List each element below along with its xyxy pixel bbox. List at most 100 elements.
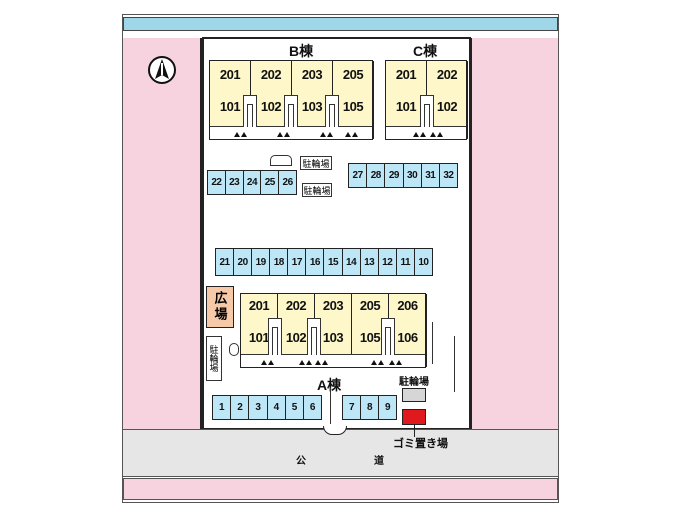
path-line: [432, 322, 433, 364]
entry-mark: [352, 132, 358, 137]
parking-row-middle: 21 20 19 18 17 16 15 14 13 12 11 10: [215, 248, 433, 276]
bike-parking-3: [402, 388, 426, 402]
bike-parking-2: 駐輪場: [302, 183, 332, 197]
parking-space: 12: [379, 249, 397, 275]
garbage-leader-line: [414, 425, 415, 437]
entry-mark: [413, 132, 419, 137]
parking-row-bottom-right: 7 8 9: [342, 395, 397, 420]
unit-a-1: 201 101: [241, 294, 278, 367]
garbage-area: [402, 409, 426, 425]
parking-space: 30: [404, 164, 422, 187]
unit-c-1: 201 101: [386, 61, 427, 139]
building-a-label: A棟: [317, 377, 342, 393]
room-upper: 201: [248, 298, 270, 313]
room-upper: 206: [397, 298, 418, 313]
parking-space: 2: [231, 396, 250, 419]
parking-row-right: 27 28 29 30 31 32: [348, 163, 458, 188]
room-lower: 101: [248, 330, 270, 345]
bike-parking-side: 駐輪場: [206, 336, 222, 381]
entry-mark: [284, 132, 290, 137]
entry-mark: [345, 132, 351, 137]
path-line: [454, 336, 455, 392]
bike-parking-3-label: 駐輪場: [399, 377, 429, 388]
entry-mark: [437, 132, 443, 137]
building-c-porch: [386, 126, 466, 139]
entry-mark: [396, 360, 402, 365]
entry-mark: [322, 360, 328, 365]
stair: [381, 318, 395, 355]
entry-mark: [389, 360, 395, 365]
room-upper: 202: [436, 67, 458, 82]
parking-space: 8: [361, 396, 379, 419]
room-lower: 103: [322, 330, 344, 345]
entry-mark: [306, 360, 312, 365]
parking-space: 22: [208, 171, 226, 194]
parking-space: 18: [270, 249, 289, 275]
top-band: [123, 17, 558, 31]
room-lower: 101: [395, 99, 417, 114]
building-a-porch: [241, 354, 425, 367]
parking-space: 26: [282, 177, 294, 188]
parking-row-left: 22 23 24 25 26: [207, 170, 297, 195]
road-label-2: 道: [374, 456, 384, 467]
entry-mark: [420, 132, 426, 137]
room-upper: 205: [342, 67, 364, 82]
building-b: 201 101 202 102 203 103 205 105: [209, 60, 374, 140]
parking-row-bottom-left: 1 2 3 4 5 6: [212, 395, 322, 420]
stair: [243, 95, 257, 127]
entry-mark: [241, 132, 247, 137]
stair: [420, 95, 434, 127]
parking-space: 17: [288, 249, 307, 275]
pink-area-bottom: [123, 478, 558, 500]
parking-space: 10: [418, 256, 429, 268]
parking-space: 21: [216, 249, 235, 275]
entry-mark: [378, 360, 384, 365]
room-upper: 201: [219, 67, 241, 82]
building-b-label: B棟: [289, 43, 314, 59]
building-a: 201 101 202 102 203 103 205 105 206 106: [240, 293, 427, 368]
building-b-porch: [210, 126, 372, 139]
building-c: 201 101 202 102: [385, 60, 468, 140]
bike-parking-1: 駐輪場: [300, 156, 332, 170]
room-lower: 105: [342, 99, 364, 114]
room-lower: 102: [260, 99, 282, 114]
room-upper: 202: [260, 67, 282, 82]
stair: [325, 95, 339, 127]
unit-a-5: 206 106: [389, 294, 427, 367]
entry-mark: [315, 360, 321, 365]
parking-space: 14: [343, 249, 361, 275]
unit-a-3: 203 103: [315, 294, 352, 367]
room-upper: 203: [301, 67, 323, 82]
entry-mark: [327, 132, 333, 137]
pink-area-left: [123, 38, 202, 429]
parking-space: 9: [384, 402, 391, 413]
room-upper: 202: [285, 298, 307, 313]
room-lower: 101: [219, 99, 241, 114]
garbage-label: ゴミ置き場: [393, 438, 448, 450]
parking-space: 7: [343, 396, 361, 419]
room-lower: 105: [359, 330, 381, 345]
parking-space: 20: [234, 249, 253, 275]
parking-space: 19: [252, 249, 271, 275]
unit-c-2: 202 102: [427, 61, 468, 139]
pink-area-right: [470, 38, 558, 429]
small-shelter-icon: [229, 343, 239, 356]
entry-mark: [320, 132, 326, 137]
parking-space: 28: [367, 164, 386, 187]
unit-b-4: 205 105: [333, 61, 374, 139]
parking-space: 6: [309, 402, 316, 413]
public-road: [123, 429, 558, 477]
plaza: 広場: [206, 286, 234, 328]
parking-space: 11: [397, 249, 415, 275]
parking-space: 13: [361, 249, 379, 275]
entry-mark: [299, 360, 305, 365]
parking-space: 29: [385, 164, 404, 187]
room-upper: 203: [322, 298, 344, 313]
stair: [284, 95, 298, 127]
small-shelter-icon: [270, 155, 292, 166]
entry-mark: [234, 132, 240, 137]
room-lower: 102: [436, 99, 458, 114]
room-lower: 103: [301, 99, 323, 114]
parking-space: 23: [226, 171, 244, 194]
parking-space: 25: [261, 171, 280, 194]
